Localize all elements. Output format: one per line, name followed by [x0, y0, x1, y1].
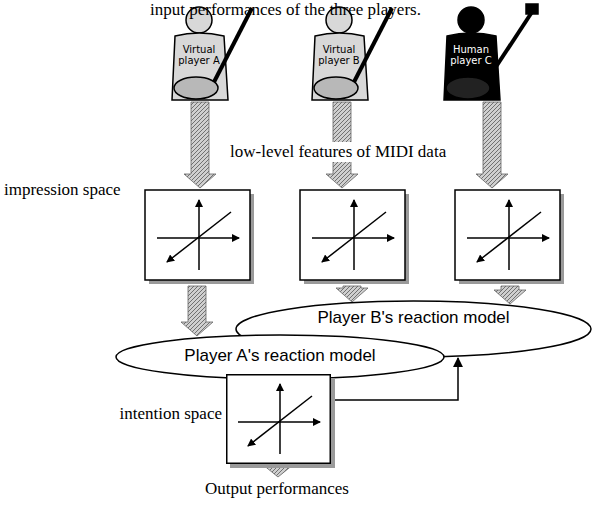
figure-heading: input performances of the three players.: [150, 0, 421, 20]
flow-label: low-level features of MIDI data: [228, 142, 448, 162]
space-label: impression space: [4, 180, 121, 200]
player-name: Virtual player A: [168, 44, 230, 66]
impression-space-box: [300, 190, 409, 284]
flow-arrow: [181, 102, 526, 477]
model-name: Player B's reaction model: [317, 308, 509, 328]
axes-frame: [226, 374, 335, 468]
player-name: Virtual player B: [308, 44, 370, 66]
impression-space-box: [455, 190, 564, 284]
player-name: Human player C: [440, 44, 502, 66]
player-name: Human player C: [440, 38, 502, 72]
output-label: Output performances: [205, 479, 349, 499]
player-name: Virtual player B: [308, 38, 370, 72]
impression-space-box: [145, 190, 254, 284]
space-label: intention space: [120, 404, 222, 424]
model-name: Player A's reaction model: [184, 346, 375, 366]
reaction-model-ellipse: Player A's reaction model: [115, 334, 445, 380]
intention-space-box: intention space: [226, 374, 335, 468]
player-name: Virtual player A: [168, 38, 230, 72]
